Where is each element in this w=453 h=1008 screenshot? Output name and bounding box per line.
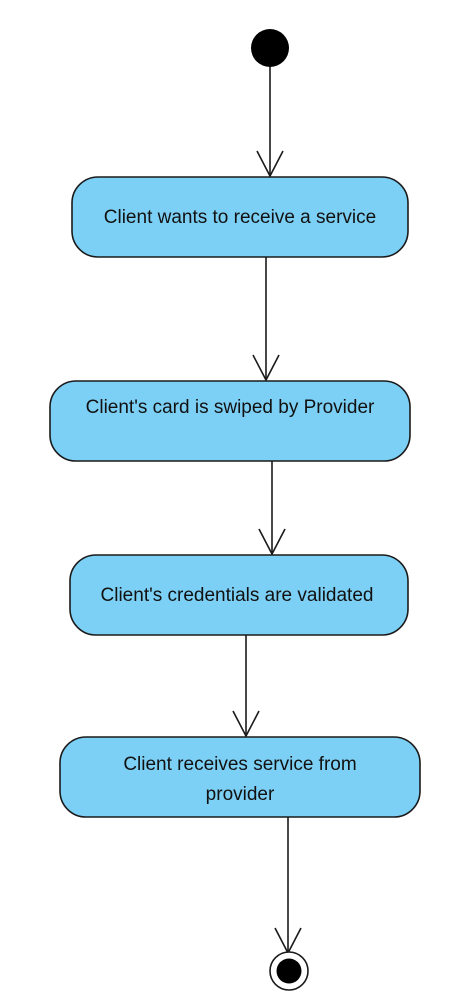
flow-edge-a2-a3 (258, 461, 286, 556)
action-box (49, 380, 411, 462)
final-node (269, 951, 309, 991)
initial-node (251, 29, 289, 67)
action-label: Client's credentials are validated (101, 585, 374, 606)
action-label: Client receives service from (123, 754, 356, 775)
action-node-a4[interactable]: Client receives service from provider (59, 736, 421, 818)
flow-edge-a3-a4 (232, 635, 260, 738)
action-label-line-2: provider (206, 784, 275, 805)
action-box (71, 176, 409, 258)
action-box (59, 736, 421, 818)
flow-edge-a4-end (274, 817, 302, 955)
flow-edge-start-a1 (256, 67, 284, 178)
action-box (69, 554, 409, 636)
action-label: Client's card is swiped by Provider (86, 397, 375, 418)
action-node-a1[interactable]: Client wants to receive a service (71, 176, 409, 258)
action-node-a2[interactable]: Client's card is swiped by Provider (49, 380, 411, 462)
action-label: Client wants to receive a service (104, 207, 376, 228)
action-node-a3[interactable]: Client's credentials are validated (69, 554, 409, 636)
flow-edge-a1-a2 (252, 257, 280, 382)
